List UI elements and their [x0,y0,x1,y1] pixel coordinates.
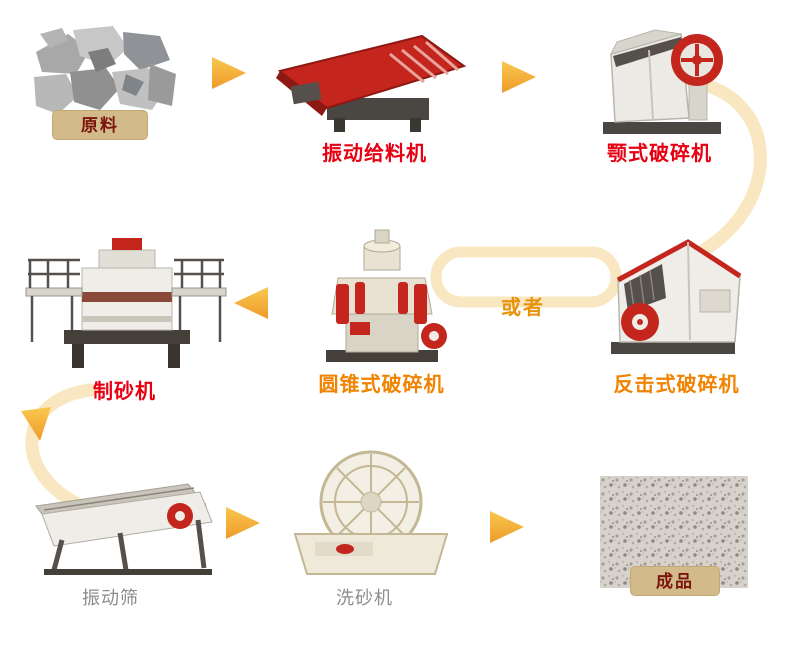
vibrating-screen-node [28,476,220,578]
sand-washer-node [283,446,455,582]
arrow-sandmaker-to-screen [21,407,51,441]
vibrating-screen-illustration [35,483,213,575]
or-loop [430,246,622,308]
jaw-crusher-label: 颚式破碎机 [607,141,712,165]
arrow-feeder-to-jaw [502,61,536,93]
cone-crusher-illustration [326,229,447,362]
sand-maker-node [22,230,230,372]
raw-material-node [28,22,178,122]
or-connector-label: 或者 [501,295,545,319]
vibrating-feeder-illustration [276,34,467,132]
finished-product-label: 成品 [656,572,694,592]
flow-curve-left [25,383,97,513]
impact-crusher-label: 反击式破碎机 [613,372,740,396]
vibrating-feeder-label: 振动给料机 [322,141,427,165]
impact-crusher-node [596,228,748,366]
sand-maker-label: 制砂机 [93,379,156,403]
sand-washer-illustration [293,450,449,575]
raw-material-rocks-illustration [34,26,176,114]
raw-material-badge: 原料 [52,110,148,140]
arrow-washer-to-product [490,511,524,543]
sand-washer-label: 洗砂机 [336,588,393,609]
arrow-screen-to-washer [226,507,260,539]
jaw-crusher-node [593,12,731,138]
arrow-cone-to-sandmaker [234,287,268,319]
impact-crusher-illustration [611,239,742,354]
raw-material-label: 原料 [81,116,119,136]
vibrating-screen-label: 振动筛 [82,588,139,609]
flow-curve-right [685,75,767,257]
cone-crusher-label: 圆锥式破碎机 [318,372,445,396]
vibrating-feeder-node [272,26,472,134]
cone-crusher-node [308,226,456,368]
sand-maker-illustration [25,238,227,368]
arrow-raw-to-feeder [212,57,246,89]
jaw-crusher-illustration [603,29,723,134]
finished-product-badge: 成品 [630,566,720,596]
